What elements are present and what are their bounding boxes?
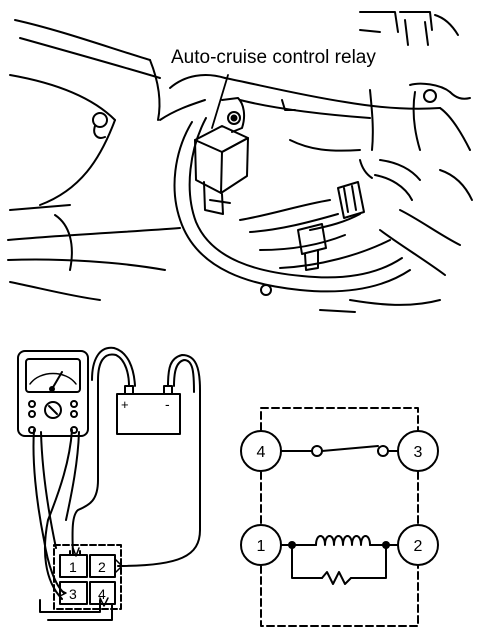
battery-icon <box>116 393 181 435</box>
relay-schematic <box>240 407 439 627</box>
engine-bay-illustration <box>7 11 473 313</box>
terminal-4-label: 4 <box>257 444 266 461</box>
junction-left <box>288 541 296 549</box>
terminal-3-label: 3 <box>414 444 423 461</box>
battery-negative-label: - <box>165 396 170 412</box>
resistor-zigzag <box>321 571 352 585</box>
multimeter-icon <box>17 350 89 437</box>
switch-contact-moving <box>377 445 389 457</box>
connector-pin-2: 2 <box>98 559 106 575</box>
switch-contact-fixed <box>311 445 323 457</box>
relay-housing <box>260 407 419 627</box>
connector-pin-4: 4 <box>98 586 106 602</box>
terminal-2-label: 2 <box>414 538 423 555</box>
coil-winding <box>315 535 371 546</box>
junction-right <box>382 541 390 549</box>
battery-positive-label: + <box>121 397 129 412</box>
test-setup <box>17 346 201 621</box>
connector-pin-1: 1 <box>69 559 77 575</box>
terminal-1-label: 1 <box>257 538 266 555</box>
callout-label: Auto-cruise control relay <box>171 47 376 68</box>
connector-pin-3: 3 <box>69 586 77 602</box>
